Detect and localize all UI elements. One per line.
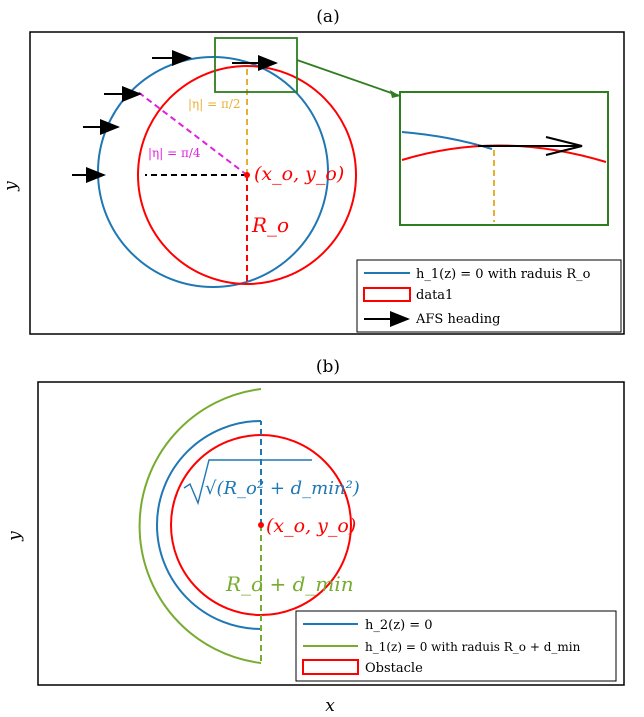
eta-half-pi-label: |η| = π/2 [188,97,241,111]
zoom-source-box [214,37,298,93]
panel-b-tag: (b) [316,357,340,377]
center-point-b [258,522,264,528]
panel-b-ylabel: y [5,531,25,542]
panel-a-ylabel: y [1,181,21,192]
green-half-circle [138,388,262,664]
legend-a-item-3: AFS heading [415,312,500,327]
red-obstacle-circle [137,65,357,285]
panel-b-frame [37,381,625,686]
sum-label: R_o + d_min [225,572,354,596]
legend-b-red-box [302,659,359,675]
zoom-connector-arrowhead [390,90,400,98]
legend-a-item-2: data1 [416,288,453,303]
panel-a: (a) y |η| = π/2 |η| = π/4 (x_o, y_o) R_o [1,7,625,335]
inset-arrow-head [545,136,583,156]
zoom-connector-arrow [296,59,401,97]
blue-half-circle [156,420,262,630]
legend-b-item-1: h_2(z) = 0 [365,618,433,633]
panel-a-frame [29,31,625,335]
dashed-diagonal-magenta [137,91,248,176]
radius-label-a: R_o [251,213,289,237]
sqrt-label: √(R_o² + d_min²) [205,478,360,499]
panel-b: (b) y x √(R_o² + d_min²) (x_o, y_o) R_o … [5,357,625,716]
sqrt-radical-sign [183,459,312,506]
legend-a-red-box [363,287,411,302]
center-label-a: (x_o, y_o) [254,163,344,185]
legend-b-item-2: h_1(z) = 0 with raduis R_o + d_min [365,640,581,654]
eta-quarter-pi-label: |η| = π/4 [148,146,201,160]
center-point-a [244,172,250,178]
legend-b-item-3: Obstacle [365,661,423,676]
legend-a-item-1: h_1(z) = 0 with raduis R_o [416,267,591,282]
zoom-inset-panel [399,91,609,226]
center-label-b: (x_o, y_o) [266,515,356,537]
panel-b-xlabel: x [325,696,335,716]
panel-a-tag: (a) [316,7,339,27]
